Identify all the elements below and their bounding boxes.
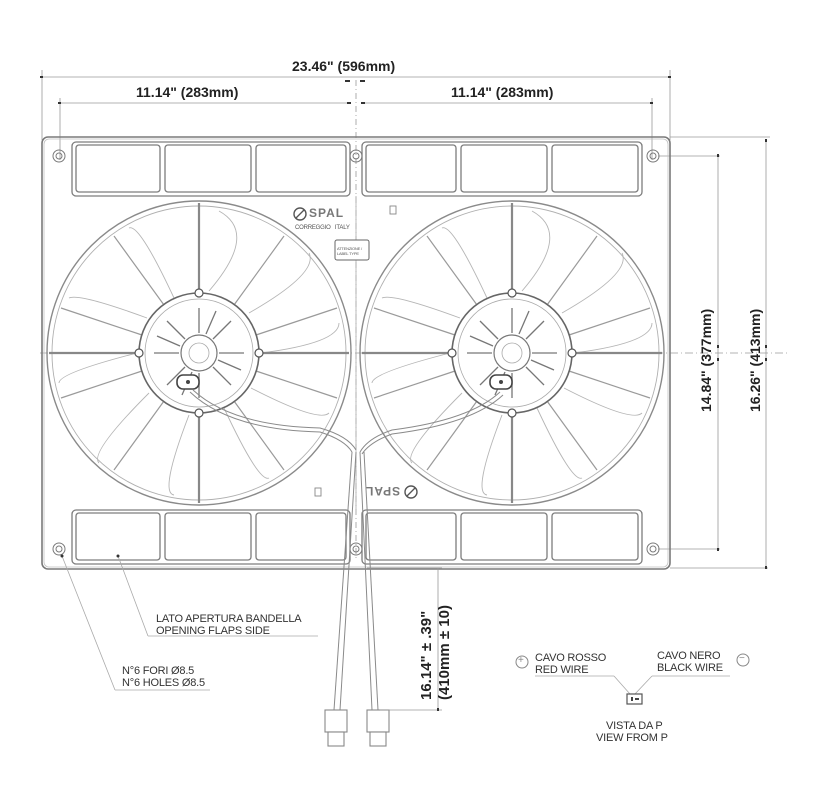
holes-note-it: N°6 FORI Ø8.5 bbox=[122, 665, 195, 677]
wire-length-inches: 16.14" ± .39" bbox=[418, 610, 435, 700]
flaps-side-note-it: LATO APERTURA BANDELLA bbox=[156, 613, 302, 625]
right-spacing-dimension: 11.14" (283mm) bbox=[451, 84, 554, 100]
view-note-it: VISTA DA P bbox=[606, 720, 663, 732]
brand-sub: CORREGGIO ITALY bbox=[295, 225, 350, 231]
left-spacing-dimension: 11.14" (283mm) bbox=[136, 84, 239, 100]
red-wire-note-en: RED WIRE bbox=[535, 664, 589, 676]
red-wire-note-it: CAVO ROSSO bbox=[535, 652, 607, 664]
hole-height-dimension: 14.84" (377mm) bbox=[698, 308, 714, 412]
flaps-side-note-en: OPENING FLAPS SIDE bbox=[156, 625, 270, 637]
left-fan bbox=[46, 200, 352, 506]
wire-length-mm: (410mm ± 10) bbox=[436, 605, 453, 700]
view-note-en: VIEW FROM P bbox=[596, 732, 668, 744]
brand-logo: SPAL bbox=[309, 206, 345, 220]
overall-width-dimension: 23.46" (596mm) bbox=[292, 58, 396, 74]
brand-logo-inverted: SPAL bbox=[365, 484, 401, 498]
black-wire-note-en: BLACK WIRE bbox=[657, 662, 723, 674]
plus-symbol: + bbox=[518, 655, 524, 666]
minus-symbol: − bbox=[739, 653, 745, 664]
black-wire-note-it: CAVO NERO bbox=[657, 650, 721, 662]
holes-note-en: N°6 HOLES Ø8.5 bbox=[122, 677, 205, 689]
label-plate: ATTENZIONE / LABEL TYPE bbox=[337, 246, 362, 256]
overall-height-dimension: 16.26" (413mm) bbox=[747, 308, 763, 412]
right-fan bbox=[359, 200, 665, 506]
